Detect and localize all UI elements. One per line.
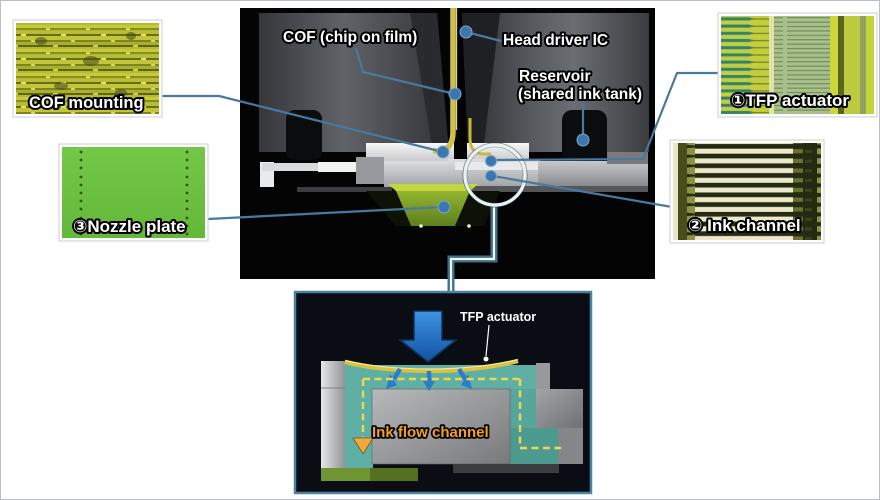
ink-channel-bars	[685, 143, 821, 240]
nozzle-dot-columns	[79, 150, 189, 236]
highlight-circle	[462, 142, 528, 208]
plate-mid	[384, 161, 448, 187]
ink-flow-dashed-path	[361, 377, 561, 450]
leader-cof	[354, 47, 456, 96]
prism-foot-dot-left	[419, 224, 423, 228]
tfp-stripe-5	[866, 16, 874, 114]
force-arrow-left-shaft	[392, 367, 402, 381]
dot-nozzle-plate	[437, 200, 451, 214]
label-cof: COF (chip on film)	[283, 29, 417, 46]
label-ink-flow-channel: Ink flow channel	[372, 424, 489, 441]
flow-center-block	[371, 388, 511, 465]
tfp-membrane	[344, 358, 519, 374]
tfp-stripe-3	[844, 16, 860, 114]
dot-cof-mounting	[436, 145, 450, 159]
flow-annotation-dot	[483, 356, 489, 362]
photo-blotches	[35, 32, 136, 97]
left-block-facet	[410, 13, 449, 152]
flow-right-block	[536, 389, 583, 428]
leader-nozzle-plate	[207, 205, 445, 221]
ink-left-cream-strip	[673, 143, 678, 240]
leader-cof-mounting	[161, 94, 444, 154]
force-arrowhead-mid	[423, 381, 435, 391]
tfp-ladder-zone	[774, 16, 830, 114]
nozzle-prism-flank-left	[366, 191, 411, 226]
flow-base-olive-right	[370, 468, 418, 481]
label-reservoir-line1: Reservoir	[519, 68, 591, 85]
dot-ink-channel	[485, 170, 497, 182]
teal-left-arm	[345, 389, 373, 468]
plate-thin-bar	[262, 163, 356, 171]
leader-ink-channel	[492, 174, 673, 209]
flow-base-olive-left	[321, 468, 370, 481]
nozzle-prism-flank-right	[455, 191, 500, 226]
prism-foot-dot-right	[467, 224, 471, 228]
plate-right	[538, 161, 648, 187]
lower-strip-right	[448, 186, 648, 192]
tfp-divider	[769, 16, 774, 114]
tfp-stripe-4	[860, 16, 866, 114]
right-block-facet	[462, 13, 500, 152]
teal-right-arm	[510, 389, 537, 428]
leader-lines	[161, 30, 719, 221]
label-cof-mounting: COF mounting	[29, 94, 144, 112]
leader-dots	[436, 25, 590, 214]
leader-tfp-actuator	[491, 71, 719, 162]
lower-strip-left	[297, 187, 392, 192]
label-nozzle-plate: ③Nozzle plate	[73, 217, 186, 236]
flow-annotation-line	[485, 324, 490, 357]
dot-reservoir	[576, 133, 590, 147]
flow-right-column	[558, 428, 583, 464]
label-reservoir-line2: (shared ink tank)	[518, 86, 642, 103]
inset-flow-diagram: TFP actuator Ink flow channel	[293, 290, 593, 495]
plate-step	[356, 157, 384, 184]
label-head-driver-ic: Head driver IC	[503, 32, 608, 49]
plate-bright-seg	[318, 162, 356, 172]
plate-right-step	[607, 152, 648, 164]
force-arrow-right-shaft	[457, 367, 467, 381]
force-arrowhead-right	[461, 374, 472, 389]
cof-film-branch	[468, 118, 491, 156]
ink-flow-arrowhead	[352, 437, 374, 455]
dot-cof	[448, 87, 462, 101]
label-ink-channel: ② Ink channel	[688, 216, 801, 235]
flow-right-top-pillar	[536, 363, 550, 389]
force-arrowhead-left	[386, 374, 397, 389]
ring	[463, 143, 527, 207]
press-arrow-icon	[397, 310, 459, 363]
ring-inner-edge	[466, 146, 524, 204]
plate-highlight-strip	[455, 162, 540, 170]
membrane-force-arrows	[392, 367, 467, 381]
nozzle-plate-photo	[62, 147, 205, 238]
flow-left-pillar	[321, 361, 346, 468]
inset-tfp-actuator: ①TFP actuator	[717, 12, 878, 118]
chip-block-left	[366, 143, 454, 162]
ink-left-olive-strip	[678, 143, 687, 240]
tfp-stripe-1	[830, 16, 838, 114]
nozzle-prism-top	[388, 184, 478, 191]
tfp-stripe-2	[838, 16, 844, 114]
inset-cof-mounting: COF mounting	[12, 19, 163, 118]
dot-head-driver	[459, 25, 473, 39]
inset-ink-channel: ② Ink channel	[669, 139, 825, 244]
tfp-membrane-highlight	[344, 358, 519, 370]
connector-core	[449, 205, 496, 293]
membrane-force-arrowheads	[386, 374, 472, 391]
flow-base-strip-dark	[453, 464, 559, 473]
tfp-comb-zone	[721, 16, 771, 114]
ring-outer-edge	[462, 142, 528, 208]
label-flow-tfp-actuator: TFP actuator	[460, 310, 536, 324]
label-tfp-actuator: ①TFP actuator	[731, 91, 849, 110]
flow-diagram-connector	[447, 205, 498, 293]
left-cavity-slot	[286, 110, 322, 160]
dot-tfp-actuator	[485, 155, 497, 167]
inset-nozzle-plate: ③Nozzle plate	[58, 143, 209, 242]
